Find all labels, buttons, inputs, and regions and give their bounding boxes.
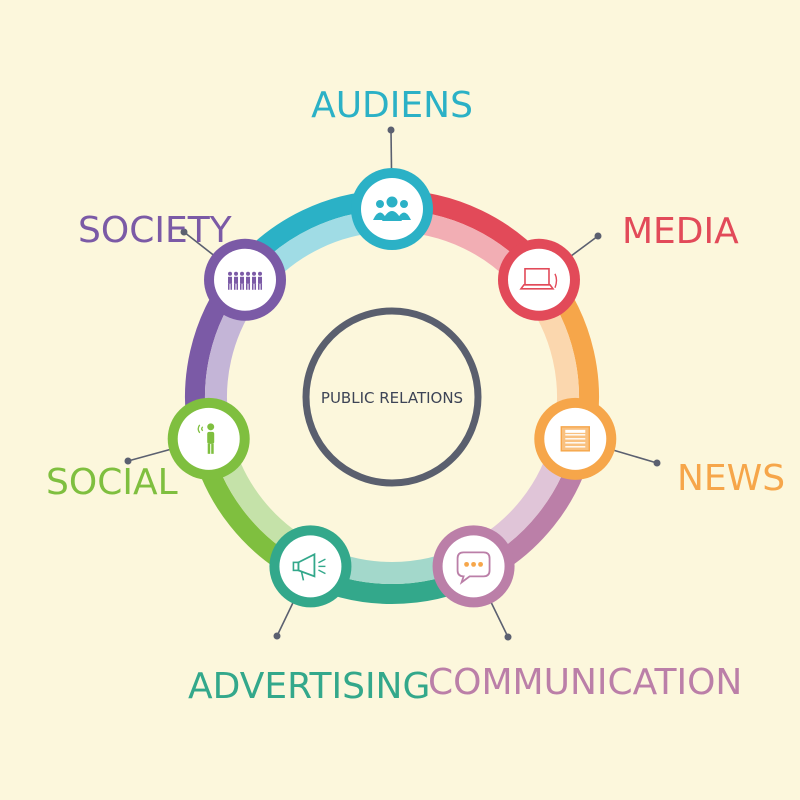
center-ring — [302, 307, 482, 487]
connector-dot — [653, 459, 661, 467]
node-audiens — [351, 168, 433, 250]
connector-dot — [387, 126, 395, 134]
node-advertising — [269, 525, 352, 608]
group-icon — [373, 196, 411, 221]
node-face — [214, 248, 277, 311]
label-news: NEWS — [677, 458, 785, 499]
node-face — [361, 178, 423, 240]
labels: AUDIENS MEDIA NEWS COMMUNICATIONADVERTISING… — [46, 85, 785, 707]
center-label: PUBLIC RELATIONS — [321, 389, 463, 407]
speech-bubble-icon — [456, 551, 491, 585]
node-face — [507, 248, 570, 311]
label-audiens: AUDIENS — [311, 85, 473, 126]
nodes — [167, 168, 617, 608]
center-node: PUBLIC RELATIONS — [302, 307, 482, 487]
node-media — [497, 238, 580, 321]
node-society — [204, 238, 287, 321]
connector-dot — [180, 228, 188, 236]
label-social: SOCIAL — [46, 462, 178, 503]
connector-dot — [273, 632, 281, 640]
label-advertising: ADVERTISING — [188, 666, 430, 707]
connector-dot — [504, 633, 512, 641]
megaphone-icon — [292, 552, 326, 581]
label-media: MEDIA — [622, 211, 739, 252]
connector-dot — [594, 232, 602, 240]
crowd-icon — [228, 271, 263, 290]
laptop-icon — [519, 267, 558, 290]
node-news — [534, 397, 617, 480]
node-face — [279, 535, 342, 598]
label-communication: COMMUNICATION — [428, 662, 742, 703]
newspaper-icon — [560, 426, 590, 452]
connector-dot — [124, 457, 132, 465]
person-icon — [197, 423, 215, 454]
node-communication — [432, 525, 515, 608]
label-society: SOCIETY — [78, 210, 233, 251]
node-social — [167, 397, 250, 480]
